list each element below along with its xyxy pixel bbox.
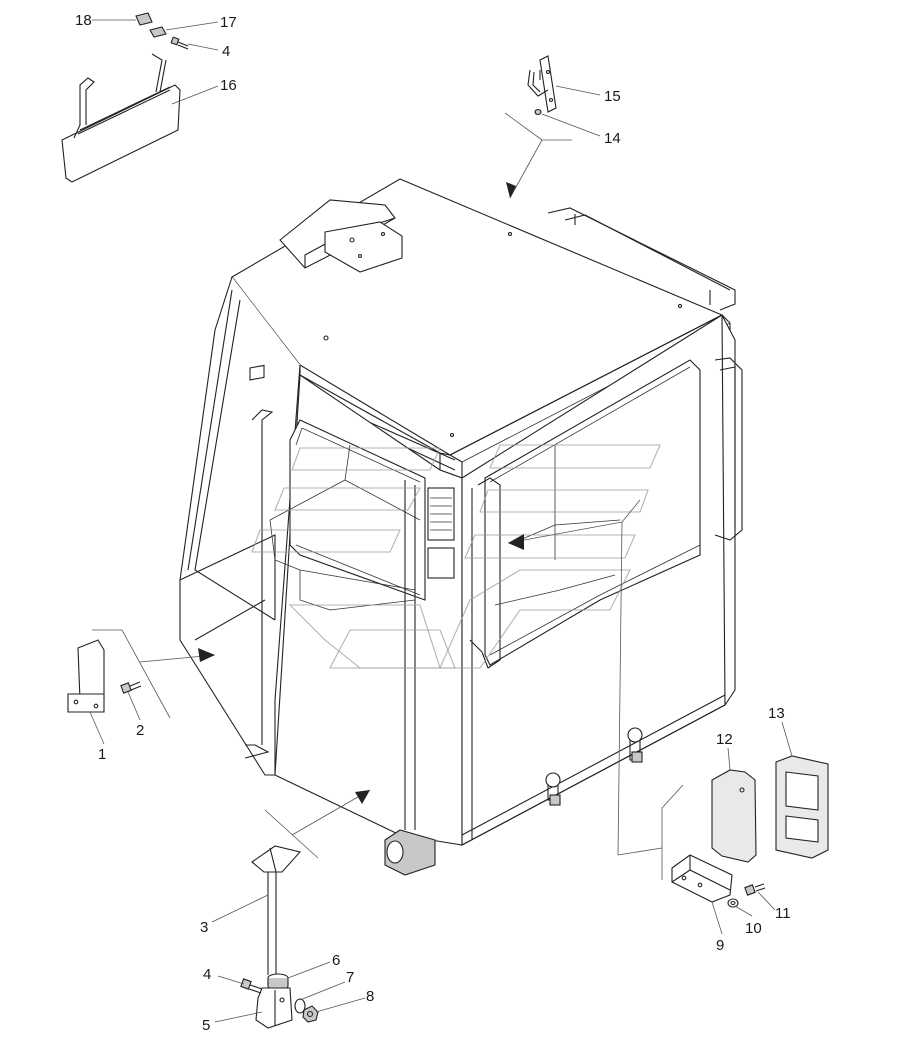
cab-left-side [179, 276, 301, 776]
callout-18: 18 [75, 12, 92, 29]
washer-part-7 [294, 998, 306, 1014]
box-part-12 [711, 769, 757, 863]
callout-2: 2 [136, 722, 144, 739]
spacer-part-6 [267, 973, 289, 991]
screw-part-14 [534, 108, 542, 116]
assembly-arrows [92, 112, 684, 880]
callout-12: 12 [716, 731, 733, 748]
callout-3: 3 [200, 919, 208, 936]
box-bracket-part-9 [671, 854, 733, 903]
sun-visor-part-16 [61, 53, 181, 183]
coat-hook-part-15 [527, 55, 557, 113]
bracket-part-5 [255, 987, 293, 1029]
bracket-part-1 [67, 639, 105, 713]
callout-9: 9 [716, 937, 724, 954]
clip-part-17 [149, 26, 167, 38]
screw-part-4-top [170, 36, 189, 50]
callout-4-top: 4 [222, 43, 230, 60]
bolt-part-11 [744, 883, 766, 896]
side-mount-lug [545, 772, 561, 806]
roof-plate [324, 221, 403, 273]
callout-8: 8 [366, 988, 374, 1005]
bolt-part-4-bottom [240, 978, 263, 994]
rod-part-3 [251, 845, 302, 975]
callout-14: 14 [604, 130, 621, 147]
callout-15: 15 [604, 88, 621, 105]
clip-part-18 [135, 12, 153, 26]
callout-1: 1 [98, 746, 106, 763]
bolt-part-2 [120, 681, 142, 694]
callout-6: 6 [332, 952, 340, 969]
callout-7: 7 [346, 969, 354, 986]
cab-assembly [179, 178, 743, 876]
callout-16: 16 [220, 77, 237, 94]
callout-labels: 18 17 4 16 15 14 1 2 13 12 11 10 9 3 6 7… [75, 12, 791, 1034]
callout-10: 10 [745, 920, 762, 937]
washer-part-10 [727, 898, 739, 908]
watermark-logo [251, 444, 661, 669]
box-part-13 [775, 755, 829, 859]
callout-leaders [89, 19, 793, 1023]
callout-4-bottom: 4 [203, 966, 211, 983]
callout-11: 11 [775, 905, 791, 922]
callout-5: 5 [202, 1017, 210, 1034]
callout-13: 13 [768, 705, 785, 722]
callout-17: 17 [220, 14, 237, 31]
nut-part-8 [302, 1005, 319, 1023]
side-mount-lug [627, 727, 643, 763]
